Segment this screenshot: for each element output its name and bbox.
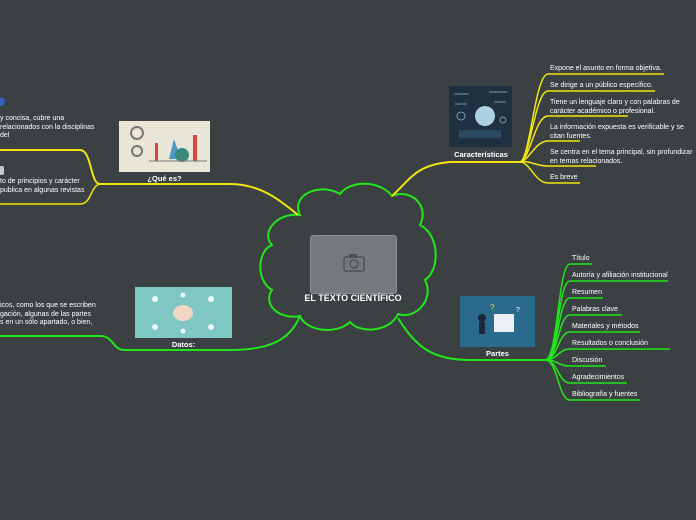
caracteristicas-item[interactable]: Se centra en el tema principal, sin prof…: [550, 149, 693, 165]
datos-image: [135, 287, 232, 338]
que-es-title[interactable]: ¿Qué es?: [147, 174, 182, 183]
datos-title[interactable]: Datos:: [171, 340, 196, 349]
partes-item[interactable]: Discusión: [572, 357, 603, 364]
center-cloud-outline: [259, 182, 437, 331]
datos-text[interactable]: icos, como los que se escriben gación, a…: [0, 302, 96, 326]
que-es-text[interactable]: y concisa, cubre una relacionados con la…: [0, 115, 95, 139]
central-topic-title[interactable]: EL TEXTO CIENTÍFICO: [304, 293, 402, 303]
center-image-placeholder[interactable]: [310, 235, 397, 294]
caracteristicas-item[interactable]: La información expuesta es verificable y…: [550, 124, 684, 140]
que-es-image: [119, 121, 210, 172]
partes-item[interactable]: Bibliografía y fuentes: [572, 391, 638, 398]
caracteristicas-image: [449, 86, 512, 147]
attachment-icon: [0, 166, 4, 175]
svg-text:?: ?: [516, 307, 520, 314]
partes-item[interactable]: Materiales y métodos: [572, 323, 639, 330]
caracteristicas-item[interactable]: Se dirige a un público específico.: [550, 82, 653, 89]
partes-item[interactable]: Palabras clave: [572, 306, 618, 313]
caracteristicas-item[interactable]: Es breve: [550, 174, 578, 181]
svg-text:?: ?: [490, 303, 495, 312]
partes-title[interactable]: Partes: [486, 349, 509, 358]
que-es-text[interactable]: to de principios y carácter publica en a…: [0, 178, 85, 194]
partes-item[interactable]: Título: [572, 255, 590, 262]
camera-icon: [343, 254, 365, 272]
partes-item[interactable]: Agradecimientos: [572, 374, 625, 381]
partes-item[interactable]: Resumen: [572, 289, 602, 296]
partes-item[interactable]: Resultados o conclusión: [572, 340, 648, 347]
flag-icon: [0, 97, 5, 106]
partes-image: ? ?: [460, 296, 535, 347]
caracteristicas-item[interactable]: Tiene un lenguaje claro y con palabras d…: [550, 99, 680, 115]
caracteristicas-title[interactable]: Características: [454, 150, 508, 159]
caracteristicas-item[interactable]: Expone el asunto en forma objetiva.: [550, 65, 662, 72]
partes-item[interactable]: Autoría y afiliación institucional: [572, 272, 668, 279]
